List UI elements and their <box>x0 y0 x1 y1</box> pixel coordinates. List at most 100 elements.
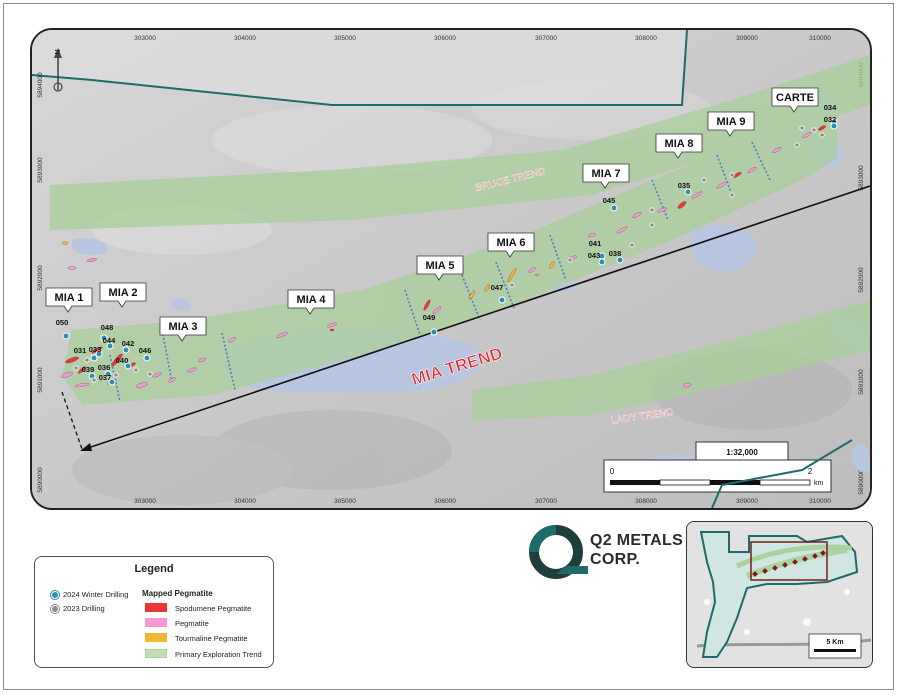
pegmatite-outcrop <box>747 167 757 173</box>
pegmatite-outcrop <box>507 267 517 283</box>
drill-hole-2023 <box>73 365 79 371</box>
easting-label: 309000 <box>736 498 758 505</box>
tourmaline-swatch <box>145 633 167 642</box>
drill-hole-2023 <box>799 125 805 131</box>
northing-label: 5894000 <box>37 72 44 98</box>
drill-hole-2023 <box>649 222 655 228</box>
drill-hole-2023 <box>133 367 139 373</box>
exploration-trends <box>50 55 870 420</box>
drill-hole-2024 <box>90 354 98 362</box>
legend: Legend 2024 Winter Drilling 2023 Drillin… <box>34 556 274 668</box>
drill-hole-2024 <box>143 354 151 362</box>
drill-hole-2023 <box>147 371 153 377</box>
claim-boundary-north <box>32 30 688 106</box>
drill-hole-label: 050 <box>56 318 69 327</box>
easting-label: 305000 <box>334 498 356 505</box>
zone-callout: MIA 3 <box>159 316 207 342</box>
zone-callout: MIA 2 <box>99 282 147 308</box>
pegmatite-outcrop <box>187 367 197 373</box>
legend-tourmaline: Tourmaline Pegmatite <box>175 634 248 643</box>
pegmatite-outcrop <box>616 226 628 234</box>
easting-label: 310000 <box>809 498 831 505</box>
claim-boundary-south <box>711 439 853 508</box>
drill-hole-2023 <box>729 192 735 198</box>
drill-hole-2023 <box>567 257 573 263</box>
pegmatite-outcrop <box>588 232 596 238</box>
drill-hole-2023 <box>84 357 90 363</box>
pegmatite-swatch <box>145 618 167 627</box>
drill-hole-label: 049 <box>423 313 436 322</box>
zone-label: MIA 5 <box>426 260 455 272</box>
drill-hole-2024 <box>106 342 114 350</box>
drill-hole-label: 047 <box>491 283 504 292</box>
pegmatite-outcrop <box>528 267 536 273</box>
scale-end-label: 2 <box>808 467 813 476</box>
northing-label: 5893000 <box>37 157 44 183</box>
zone-callout: MIA 9 <box>707 111 755 137</box>
zone-label: MIA 1 <box>55 292 84 304</box>
legend-pegmatite: Pegmatite <box>175 619 209 628</box>
easting-label: 306000 <box>434 498 456 505</box>
drill-hole-label: 048 <box>101 323 114 332</box>
drill-hole-label: 036 <box>98 363 111 372</box>
zone-callout: MIA 5 <box>416 255 464 281</box>
pegmatite-outcrop <box>228 337 236 343</box>
easting-label: 303000 <box>134 498 156 505</box>
pegmatite-outcrop <box>276 332 288 338</box>
legend-drill-2023: 2023 Drilling <box>63 604 105 613</box>
drill-hole-label: 032 <box>824 115 837 124</box>
drill-hole-label: 039 <box>82 365 95 374</box>
pegmatite-outcrops <box>61 125 826 388</box>
drill-hole-2024 <box>616 256 624 264</box>
pegmatite-outcrop <box>136 382 148 388</box>
drill-hole-label: 041 <box>589 239 602 248</box>
drill-hole-2024 <box>124 362 132 370</box>
main-map[interactable]: 303000 304000 305000 306000 307000 30800… <box>30 28 872 510</box>
drill-hole-2023 <box>819 132 825 138</box>
drill-hole-2023 <box>794 142 800 148</box>
zone-label: MIA 9 <box>717 116 746 128</box>
drill-hole-2024 <box>610 204 618 212</box>
pegmatite-outcrop <box>549 261 555 269</box>
zone-label: MIA 8 <box>665 138 694 150</box>
drill-hole-2024 <box>62 332 70 340</box>
pegmatite-outcrop <box>74 382 90 388</box>
northing-label: 5890000 <box>858 469 865 495</box>
pegmatite-outcrop <box>682 382 692 388</box>
zone-label: MIA 3 <box>169 321 198 333</box>
north-label: N <box>55 49 62 54</box>
pegmatite-outcrop <box>772 147 782 153</box>
inset-map: 5 Km <box>686 521 873 668</box>
legend-trend: Primary Exploration Trend <box>175 650 262 659</box>
scale-unit-label: km <box>814 480 824 487</box>
drill-hole-label: 045 <box>603 196 616 205</box>
hillshade <box>72 80 852 505</box>
lady-trend-band <box>472 300 870 420</box>
drill-hole-label: 033 <box>89 345 102 354</box>
zone-label: CARTE <box>776 92 814 104</box>
drill-hole-label: 042 <box>122 339 135 348</box>
northing-label: 5892000 <box>858 267 865 293</box>
pegmatite-outcrop <box>86 258 98 262</box>
pegmatite-outcrop <box>716 181 728 189</box>
drill-hole-2024 <box>95 350 103 358</box>
northing-label: 5891000 <box>858 369 865 395</box>
legend-spodumene: Spodumene Pegmatite <box>175 604 252 613</box>
easting-label: 306000 <box>434 35 456 42</box>
drill-hole-2024 <box>122 346 130 354</box>
scale-start-label: 0 <box>610 467 615 476</box>
drill-hole-2024 <box>100 334 108 342</box>
easting-label: 305000 <box>334 35 356 42</box>
drill-hole-2024 <box>104 370 112 378</box>
mia-trend-arrow <box>61 185 870 451</box>
pegmatite-outcrop <box>423 299 431 311</box>
pegmatite-outcrop <box>77 366 87 374</box>
zone-dividers <box>109 141 771 403</box>
easting-label: 310000 <box>809 35 831 42</box>
zone-callout: MIA 7 <box>582 163 630 189</box>
pegmatite-outcrop <box>61 241 69 245</box>
easting-label: 309000 <box>736 35 758 42</box>
drill-hole-2023 <box>629 242 635 248</box>
zone-callout: MIA 4 <box>287 289 335 315</box>
